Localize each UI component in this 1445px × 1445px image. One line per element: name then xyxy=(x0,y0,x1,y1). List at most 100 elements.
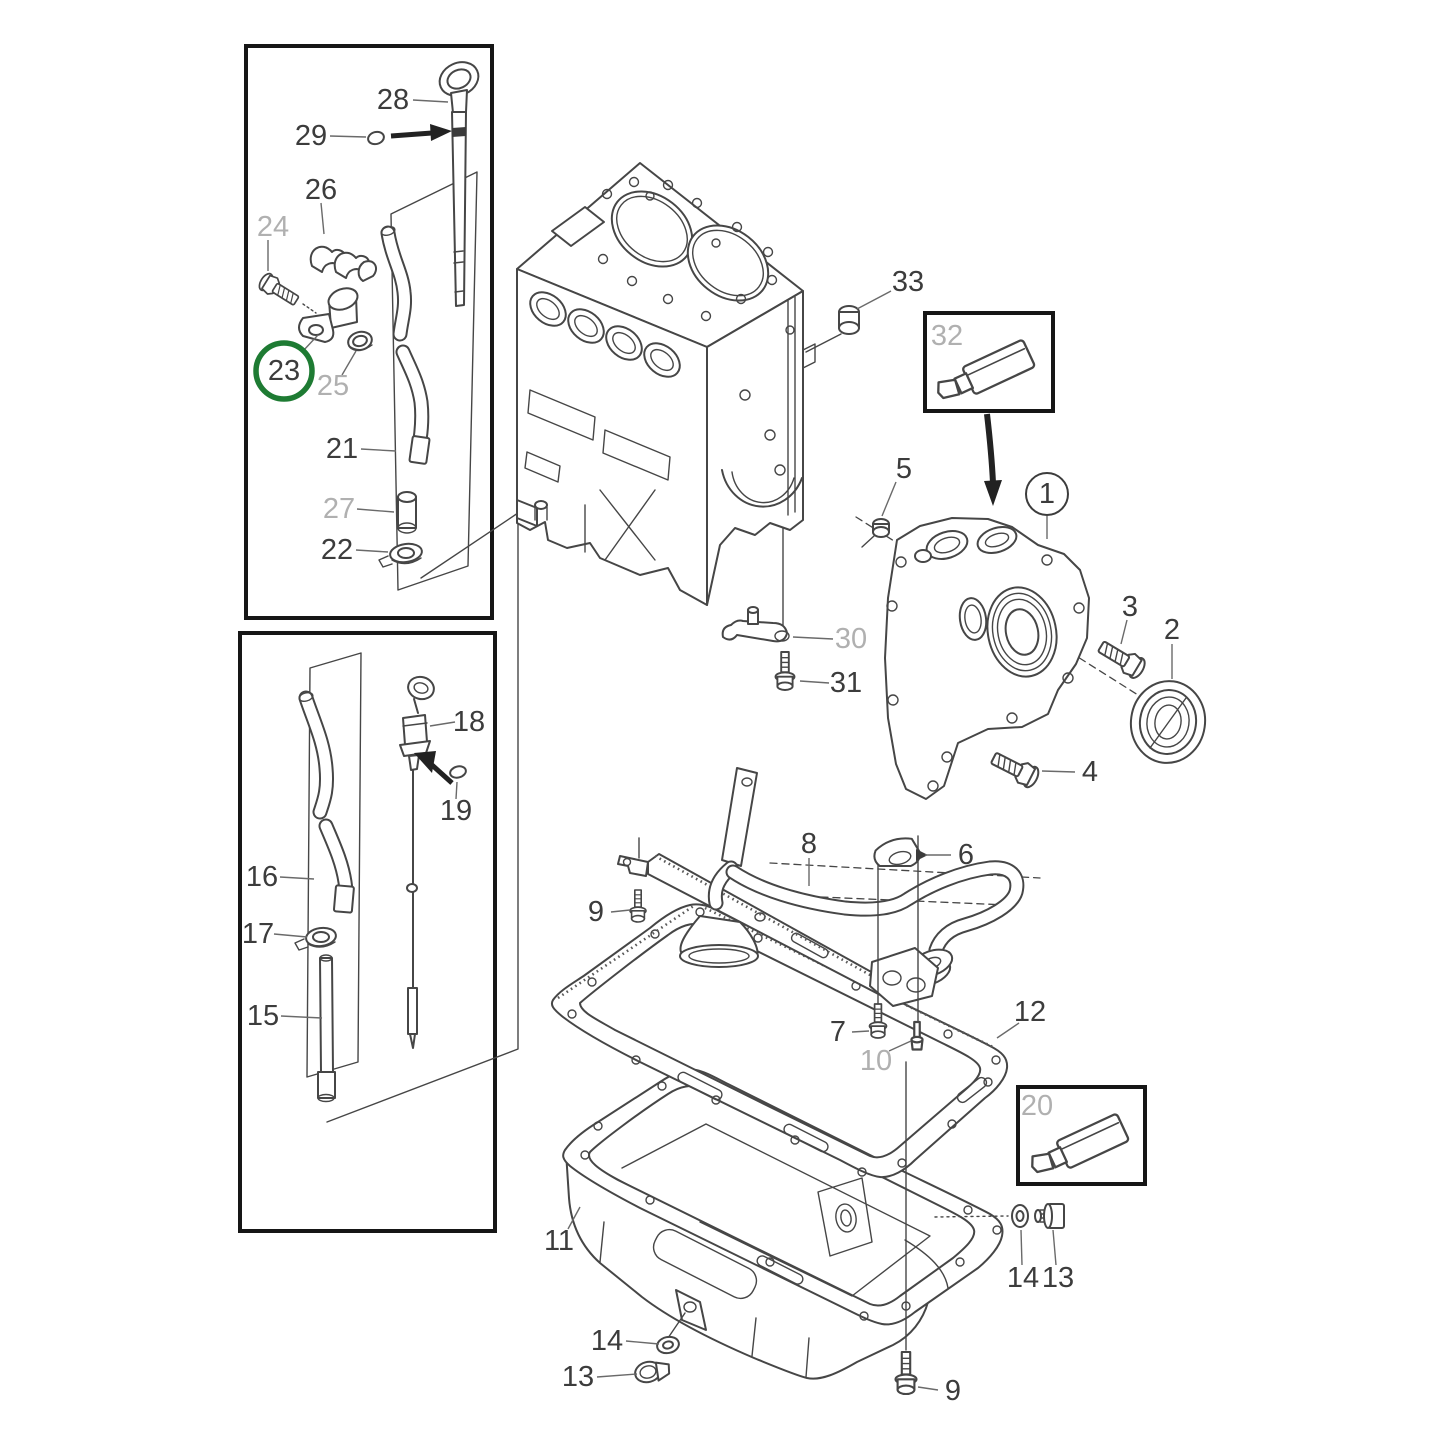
callout-leader-line xyxy=(455,781,458,800)
callout-leader-line xyxy=(279,876,315,880)
callout-leader-line xyxy=(799,680,830,684)
callout-number-31[interactable]: 31 xyxy=(830,667,862,699)
callout-22[interactable]: 22 xyxy=(321,534,389,566)
callout-25[interactable]: 25 xyxy=(317,350,357,402)
callout-9-lower[interactable]: 9 xyxy=(917,1375,961,1407)
callout-layer: 1234567899101112131314141516171819202122… xyxy=(242,84,1180,1407)
callout-number-19[interactable]: 19 xyxy=(440,795,472,827)
callout-number-18[interactable]: 18 xyxy=(453,706,485,738)
callout-30[interactable]: 30 xyxy=(792,623,867,655)
callout-27[interactable]: 27 xyxy=(323,493,395,525)
callout-number-22[interactable]: 22 xyxy=(321,534,353,566)
callout-number-5[interactable]: 5 xyxy=(896,453,912,485)
callout-leader-line xyxy=(329,135,367,138)
callout-number-24[interactable]: 24 xyxy=(257,211,289,243)
callout-number-16[interactable]: 16 xyxy=(246,861,278,893)
callout-leader-line xyxy=(888,1040,912,1052)
callout-18[interactable]: 18 xyxy=(429,706,485,738)
screw-10 xyxy=(910,1020,924,1051)
callout-number-28[interactable]: 28 xyxy=(377,84,409,116)
callout-14-left[interactable]: 14 xyxy=(591,1325,660,1357)
callout-number-23[interactable]: 23 xyxy=(268,355,300,387)
callout-leader-line xyxy=(341,350,357,376)
callout-number-32[interactable]: 32 xyxy=(931,320,963,352)
callout-number-17[interactable]: 17 xyxy=(242,918,274,950)
callout-number-3[interactable]: 3 xyxy=(1122,591,1138,623)
callout-number-25[interactable]: 25 xyxy=(317,370,349,402)
inset-box-sealant-32 xyxy=(923,311,1055,413)
callout-26[interactable]: 26 xyxy=(305,174,337,235)
callout-number-20[interactable]: 20 xyxy=(1021,1090,1053,1122)
callout-number-9-upper[interactable]: 9 xyxy=(588,896,604,928)
callout-17[interactable]: 17 xyxy=(242,918,308,950)
callout-33[interactable]: 33 xyxy=(856,266,924,310)
filler-tube-15 xyxy=(317,954,336,1103)
callout-13-right[interactable]: 13 xyxy=(1042,1229,1074,1294)
tube-spacer-27 xyxy=(397,491,417,534)
oil-pickup-tube-8 xyxy=(647,767,1025,1007)
gasket-flange-6 xyxy=(873,835,928,1023)
callout-leader-line xyxy=(596,1373,638,1378)
callout-29[interactable]: 29 xyxy=(295,120,367,152)
sealant-arrow-32 xyxy=(984,413,1002,506)
callout-3[interactable]: 3 xyxy=(1120,591,1138,645)
callout-13-left[interactable]: 13 xyxy=(562,1361,638,1393)
callout-number-7[interactable]: 7 xyxy=(830,1016,846,1048)
callout-number-27[interactable]: 27 xyxy=(323,493,355,525)
cup-plug-33 xyxy=(805,305,860,353)
callout-number-26[interactable]: 26 xyxy=(305,174,337,206)
callout-leader-line xyxy=(355,549,389,553)
clamp-bracket-23 xyxy=(298,287,359,343)
callout-number-30[interactable]: 30 xyxy=(835,623,867,655)
callout-number-12[interactable]: 12 xyxy=(1014,996,1046,1028)
callout-8[interactable]: 8 xyxy=(801,828,817,886)
callout-21[interactable]: 21 xyxy=(326,433,397,465)
callout-number-8[interactable]: 8 xyxy=(801,828,817,860)
callout-4[interactable]: 4 xyxy=(1041,756,1098,788)
clamp-ring-22 xyxy=(378,542,423,568)
callout-circle xyxy=(1025,472,1069,516)
callout-number-29[interactable]: 29 xyxy=(295,120,327,152)
callout-31[interactable]: 31 xyxy=(799,667,862,699)
pan-drain-boss xyxy=(667,1289,707,1339)
clamp-ring-17 xyxy=(294,926,337,951)
callout-number-13-left[interactable]: 13 xyxy=(562,1361,594,1393)
callout-number-14-left[interactable]: 14 xyxy=(591,1325,623,1357)
callout-10[interactable]: 10 xyxy=(860,1040,912,1077)
callout-24[interactable]: 24 xyxy=(257,211,289,271)
callout-14-right[interactable]: 14 xyxy=(1007,1229,1039,1294)
callout-15[interactable]: 15 xyxy=(247,1000,323,1032)
callout-16[interactable]: 16 xyxy=(246,861,315,893)
filler-hose-16 xyxy=(298,690,355,914)
callout-12[interactable]: 12 xyxy=(996,996,1046,1039)
callout-28[interactable]: 28 xyxy=(377,84,449,116)
callout-19[interactable]: 19 xyxy=(440,781,472,827)
callout-20[interactable]: 20 xyxy=(1021,1090,1053,1122)
callout-2[interactable]: 2 xyxy=(1164,614,1180,679)
callout-6[interactable]: 6 xyxy=(925,839,974,871)
callout-number-10[interactable]: 10 xyxy=(860,1045,892,1077)
callout-number-14-right[interactable]: 14 xyxy=(1007,1262,1039,1294)
callout-number-2[interactable]: 2 xyxy=(1164,614,1180,646)
hose-clamp-26 xyxy=(309,245,377,282)
inset-frames xyxy=(238,44,1147,1233)
callout-number-15[interactable]: 15 xyxy=(247,1000,279,1032)
callout-7[interactable]: 7 xyxy=(830,1016,870,1048)
callout-number-33[interactable]: 33 xyxy=(892,266,924,298)
callout-1[interactable]: 1 xyxy=(1025,472,1069,539)
callout-9-upper[interactable]: 9 xyxy=(588,896,631,928)
callout-number-1[interactable]: 1 xyxy=(1039,478,1055,510)
callout-5[interactable]: 5 xyxy=(881,453,912,517)
callout-number-21[interactable]: 21 xyxy=(326,433,358,465)
callout-11[interactable]: 11 xyxy=(544,1206,581,1257)
callout-23[interactable]: 23 xyxy=(253,334,319,402)
callout-number-9-lower[interactable]: 9 xyxy=(945,1375,961,1407)
callout-number-4[interactable]: 4 xyxy=(1082,756,1098,788)
highlight-circle xyxy=(253,340,315,402)
callout-32[interactable]: 32 xyxy=(931,320,963,352)
engine-block xyxy=(516,162,816,606)
callout-number-6[interactable]: 6 xyxy=(958,839,974,871)
callout-number-11[interactable]: 11 xyxy=(544,1225,574,1257)
reference-plane xyxy=(390,171,478,591)
callout-number-13-right[interactable]: 13 xyxy=(1042,1262,1074,1294)
